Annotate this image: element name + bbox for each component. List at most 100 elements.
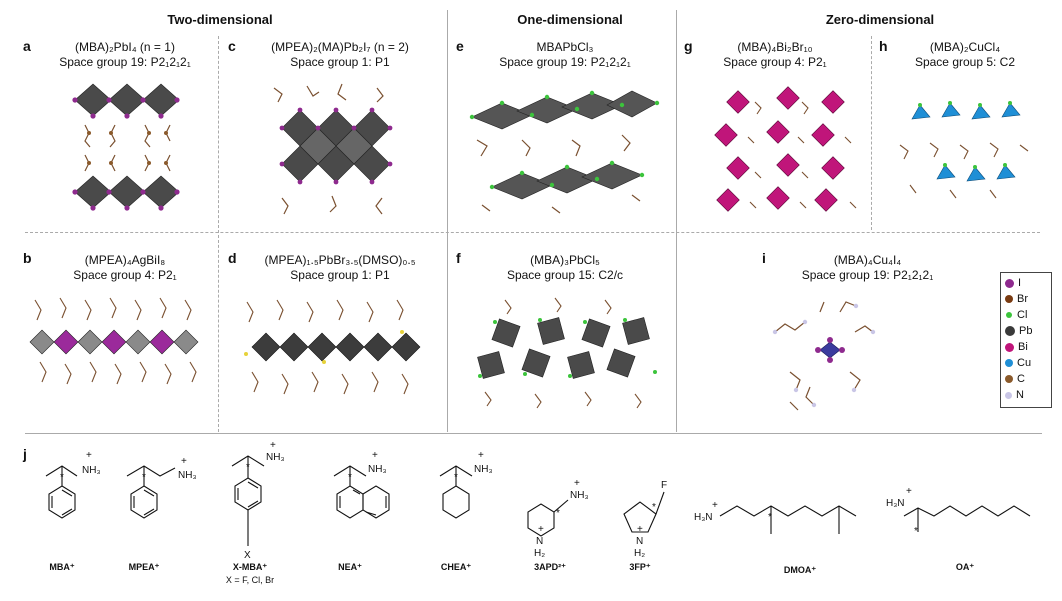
xmba-charge: + (270, 440, 276, 451)
dmoa-h3n: H₃N (694, 512, 713, 523)
oa-charge: + (906, 486, 912, 497)
panel-e-space-group: Space group 19: P2₁2₁2₁ (499, 55, 631, 69)
legend-label: Pb (1019, 325, 1033, 337)
panel-e-structure (469, 90, 660, 214)
cation-label-mpea: MPEA⁺ (128, 562, 160, 572)
oa-h3n: H₃N (886, 498, 905, 509)
nea-chiral-star: * (348, 472, 352, 483)
panel-b-space-group: Space group 4: P2₁ (73, 268, 177, 282)
legend-item-br: Br (1005, 292, 1028, 306)
legend-swatch-br (1005, 295, 1013, 304)
legend-item-bi: Bi (1005, 340, 1028, 354)
legend-swatch-pb (1005, 326, 1015, 337)
legend-swatch-n (1005, 391, 1012, 399)
legend-label: Cl (1017, 309, 1028, 321)
3fp-ring-h2: H₂ (634, 548, 645, 559)
mba-chiral-star: * (60, 472, 64, 483)
section-divider (676, 10, 677, 432)
cation-label-x-mba: X-MBA⁺ (232, 562, 268, 572)
3apd-ring-n: N (536, 536, 543, 547)
panel-i-structure (772, 301, 876, 411)
3apd-nh3: NH₃ (570, 490, 589, 501)
legend-item-pb: Pb (1005, 324, 1032, 338)
section-heading-two-dimensional: Two-dimensional (167, 12, 273, 27)
3apd-chiral-star: * (556, 508, 560, 519)
dmoa-charge: + (712, 500, 718, 511)
panel-label-e: e (456, 38, 464, 54)
panel-label-d: d (228, 250, 237, 266)
legend-label: C (1017, 373, 1025, 385)
legend-item-i: I (1005, 276, 1021, 290)
legend-label: Cu (1017, 357, 1032, 369)
nea-charge: + (372, 450, 378, 461)
panel-a-space-group: Space group 19: P2₁2₁2₁ (59, 55, 191, 69)
panel-b-formula: (MPEA)₄AgBiI₈ (84, 253, 166, 267)
panel-d-space-group: Space group 1: P1 (290, 268, 390, 282)
legend-item-n: N (1005, 388, 1024, 402)
panel-c-formula: (MPEA)₂(MA)Pb₂I₇ (n = 2) (271, 40, 409, 54)
xmba-nh3: NH₃ (266, 452, 285, 463)
panel-i-formula: (MBA)₄Cu₄I₄ (833, 253, 902, 267)
cation-structures: NH₃ + * NH₃ + * NH₃ + * X NH₃ + * NH₃ + … (45, 440, 1031, 561)
legend-label: Bi (1018, 341, 1028, 353)
chea-chiral-star: * (454, 472, 458, 483)
panel-h-structure (899, 101, 1029, 199)
3fp-fluorine: F (661, 480, 667, 491)
row-divider (25, 232, 1040, 233)
panel-f-structure (477, 297, 657, 409)
panel-c-structure (273, 83, 393, 215)
chea-charge: + (478, 450, 484, 461)
panel-h-space-group: Space group 5: C2 (914, 55, 1016, 69)
legend-swatch-c (1005, 375, 1013, 384)
cation-label-mba: MBA⁺ (49, 562, 75, 572)
3apd-charge: + (574, 478, 580, 489)
cation-label-3apd: 3APD²⁺ (534, 562, 566, 572)
3fp-chiral-star: * (652, 502, 656, 513)
legend-item-cl: Cl (1005, 308, 1027, 322)
panel-d-structure (244, 299, 421, 395)
mpea-nh3: NH₃ (178, 470, 197, 481)
panel-g-formula: (MBA)₄Bi₂Br₁₀ (737, 40, 813, 54)
xmba-chiral-star: * (246, 462, 250, 473)
cation-label-nea: NEA⁺ (338, 562, 362, 572)
panel-label-c: c (228, 38, 236, 54)
panel-label-h: h (879, 38, 888, 54)
panel-d-formula: (MPEA)₁.₅PbBr₃.₅(DMSO)₀.₅ (264, 253, 416, 267)
3apd-ring-h2: H₂ (534, 548, 545, 559)
nea-nh3: NH₃ (368, 464, 387, 475)
cation-label-oa: OA⁺ (955, 562, 975, 572)
mba-charge: + (86, 450, 92, 461)
panel-a-structure (72, 83, 180, 211)
panel-label-i: i (762, 250, 766, 266)
section-heading-one-dimensional: One-dimensional (517, 12, 623, 27)
legend-label: I (1018, 277, 1022, 289)
panel-divider (218, 36, 219, 432)
cation-label-dmoa: DMOA⁺ (783, 565, 817, 575)
legend-swatch-cl (1006, 312, 1012, 319)
mpea-chiral-star: * (142, 472, 146, 483)
3apd-ring-charge: + (538, 524, 544, 535)
legend-swatch-bi (1005, 342, 1014, 352)
cation-x-definition: X = F, Cl, Br (225, 575, 275, 585)
panel-e-formula: MBAPbCl₃ (536, 40, 594, 54)
panel-g-space-group: Space group 4: P2₁ (723, 55, 827, 69)
dmoa-chiral-star: * (768, 512, 772, 523)
chea-nh3: NH₃ (474, 464, 493, 475)
cation-label-chea: CHEA⁺ (440, 562, 472, 572)
panel-label-b: b (23, 250, 32, 266)
oa-chiral-star: * (914, 526, 918, 537)
3fp-ring-charge: + (637, 524, 643, 535)
mpea-charge: + (181, 456, 187, 467)
panel-h-formula: (MBA)₂CuCl₄ (929, 40, 1001, 54)
row-divider (25, 433, 1042, 434)
panel-label-g: g (684, 38, 693, 54)
panel-f-formula: (MBA)₃PbCl₅ (530, 253, 600, 267)
panel-divider (871, 36, 872, 230)
panel-label-a: a (23, 38, 31, 54)
panel-label-j: j (23, 446, 27, 462)
panel-b-structure (29, 297, 199, 385)
element-legend: I Br Cl Pb Bi Cu C N (1000, 272, 1052, 408)
cation-label-3fp: 3FP⁺ (629, 562, 651, 572)
legend-label: Br (1017, 293, 1028, 305)
legend-item-c: C (1005, 372, 1025, 386)
